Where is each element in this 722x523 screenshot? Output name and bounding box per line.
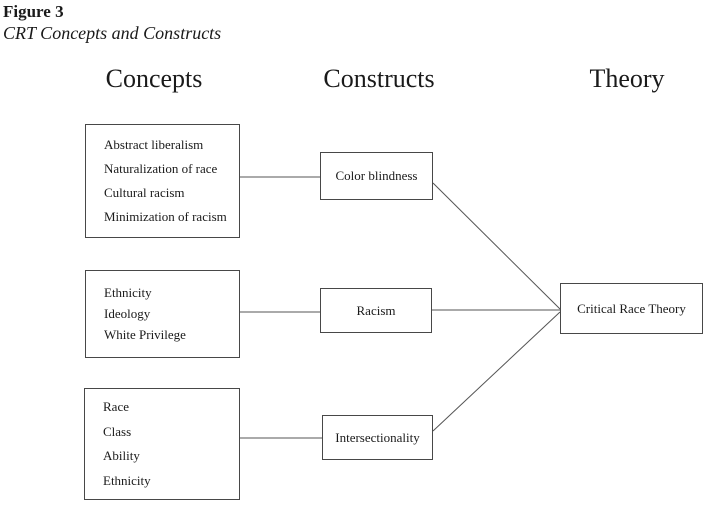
construct-box-intersectionality: Intersectionality	[322, 415, 433, 460]
line-intersectionality-to-theory	[432, 311, 561, 432]
column-header-constructs: Constructs	[323, 64, 435, 93]
construct-label: Intersectionality	[335, 429, 420, 445]
concept-item: Race	[103, 399, 129, 414]
concept-item: Ideology	[104, 306, 151, 321]
concept-item: Cultural racism	[104, 185, 185, 200]
concept-item: Ability	[103, 448, 140, 464]
line-colorblindness-to-theory	[432, 182, 561, 310]
construct-label: Racism	[356, 302, 396, 318]
concept-item: Abstract liberalism	[104, 137, 204, 152]
concept-box-color-blindness: Abstract liberalism Naturalization of ra…	[85, 124, 240, 238]
concept-box-racism: Ethnicity Ideology White Privilege	[85, 270, 240, 358]
concept-item: Class	[103, 423, 132, 439]
theory-label: Critical Race Theory	[577, 300, 686, 316]
concept-item: Ethnicity	[104, 285, 152, 300]
theory-box-critical-race-theory: Critical Race Theory	[560, 283, 703, 334]
concept-item: White Privilege	[104, 327, 186, 342]
concept-item: Minimization of racism	[104, 209, 227, 224]
concept-item: Ethnicity	[103, 472, 151, 488]
construct-box-racism: Racism	[320, 288, 432, 333]
construct-box-color-blindness: Color blindness	[320, 152, 433, 200]
column-header-theory: Theory	[589, 64, 665, 93]
column-header-concepts: Concepts	[105, 64, 203, 93]
figure-caption: CRT Concepts and Constructs	[3, 23, 222, 43]
concept-box-intersectionality: Race Class Ability Ethnicity	[84, 388, 240, 500]
figure-label: Figure 3	[3, 2, 64, 21]
construct-label: Color blindness	[335, 168, 418, 183]
concept-item: Naturalization of race	[104, 161, 218, 176]
